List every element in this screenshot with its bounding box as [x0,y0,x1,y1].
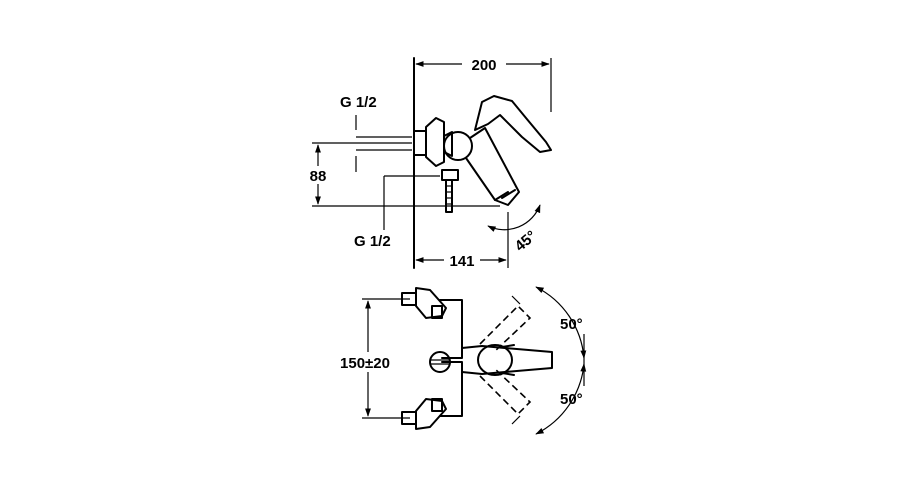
dimension-150-label: 150±20 [340,355,390,372]
thread-bottom-callout: G 1/2 [354,175,440,250]
mixer-top-body [429,299,553,417]
dimension-200-label: 200 [471,57,496,74]
lower-connector [401,398,447,430]
angle-50-lower-label: 50° [560,391,583,408]
swivel-45-callout: 45° [487,204,541,255]
mixer-side-body [413,95,552,213]
dimension-88: 88 [304,142,500,207]
dimension-141: 141 [415,212,509,270]
lever-rotation-positions [479,295,532,425]
angle-45-label: 45° [512,227,540,255]
dimension-88-label: 88 [310,168,327,185]
side-view: 200 141 88 G 1/2 G 1/ [304,55,552,270]
rotation-arcs: 50° 50° [535,286,587,435]
thread-top-callout: G 1/2 [340,94,412,172]
thread-top-label: G 1/2 [340,94,377,111]
dimension-141-label: 141 [449,253,474,270]
top-view: 150±20 [330,286,587,435]
upper-connector [401,287,447,319]
dimension-150: 150±20 [330,298,410,419]
thread-bottom-label: G 1/2 [354,233,391,250]
angle-50-upper-label: 50° [560,316,583,333]
dimension-200: 200 [415,55,552,112]
